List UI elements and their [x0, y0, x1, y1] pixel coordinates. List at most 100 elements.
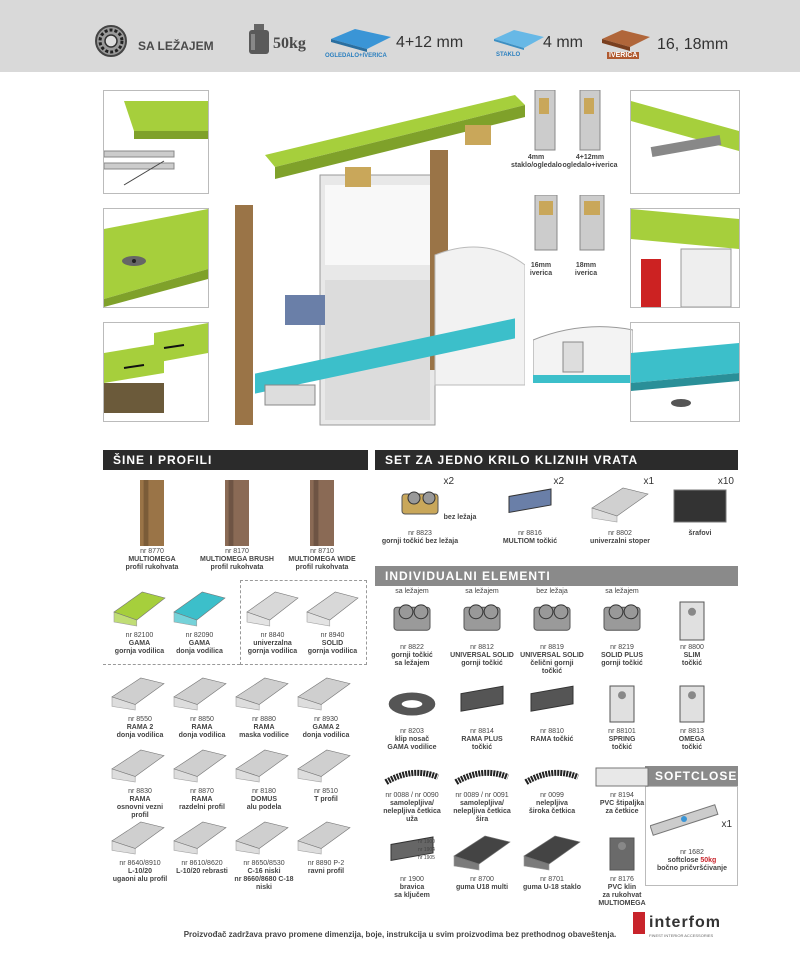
set-item-3-name: šrafovi	[688, 530, 712, 537]
indiv3-3-icon	[595, 767, 649, 787]
rail-grid-11-nr: nr 8890 P-2	[307, 860, 345, 867]
indiv3-0-desc: nelepljiva četkica uža	[383, 808, 441, 823]
mirror-board-caption-2: ogledalo+iverica	[562, 162, 618, 169]
indiv3-3-nr: nr 8194	[610, 792, 634, 799]
rail-grid-4-desc: osnovni vezni profil	[116, 804, 164, 819]
lock-variant-1: nr 1904	[418, 847, 435, 853]
rail-grid-1-nr: nr 8850	[190, 716, 214, 723]
gama-0-nr: nr 82100	[125, 632, 154, 639]
rail-grid-0-icon	[111, 677, 165, 711]
indiv3-0-icon	[384, 769, 440, 785]
rail-grid-5-icon	[173, 749, 227, 783]
profile-1-nr: nr 8170	[225, 548, 249, 555]
profile-0-desc: profil rukohvata	[125, 564, 179, 571]
mirror-board-caption: 4+12mm ogledalo+iverica	[560, 154, 620, 170]
glass-mirror-caption-2: staklo/ogledalo	[511, 162, 562, 169]
gama-1-icon	[173, 591, 226, 627]
gama-0-desc: gornja vodilica	[114, 648, 165, 655]
rail-grid-3-nr: nr 8930	[314, 716, 338, 723]
rail-grid-9-nr: nr 8610/8620	[181, 860, 223, 867]
rail-grid-9-icon	[173, 821, 227, 855]
indiv3-2-name: nelepljiva	[536, 800, 568, 807]
bearing-label: SA LEŽAJEM	[138, 39, 214, 53]
rail-grid-1-name: RAMA	[191, 724, 213, 731]
softcloser-icon	[650, 804, 719, 836]
detail-top-rail-profile	[630, 208, 740, 308]
indiv1-0-name: gornji točkić	[391, 652, 433, 659]
rail-grid-2-nr: nr 8880	[252, 716, 276, 723]
rail-grid-1-desc: donja vodilica	[178, 732, 226, 739]
lock-variant-2: nr 1905	[418, 855, 435, 861]
indiv2-1-icon	[460, 685, 504, 712]
mirror-tag: OGLEDALO+IVERICA	[325, 53, 387, 59]
indiv1-0-desc: sa ležajem	[394, 660, 430, 667]
indiv1-0-icon	[393, 604, 431, 631]
indiv3-1-name: samolepljiva/	[460, 800, 504, 807]
indiv1-4-icon	[679, 601, 705, 641]
rail-grid-5-nr: nr 8870	[190, 788, 214, 795]
rail-top-1-icon	[306, 591, 359, 627]
rails-top-box	[240, 580, 367, 665]
indiv2-0-desc: GAMA vodilice	[387, 744, 437, 751]
profile-2-icon	[310, 480, 334, 546]
board-swatch-icon	[602, 30, 650, 51]
indiv3-1-nr: nr 0089 / nr 0091	[455, 792, 509, 799]
rail-top-1-name: SOLID	[321, 640, 344, 647]
rail-grid-0-nr: nr 8550	[128, 716, 152, 723]
rail-grid-4-name: RAMA	[129, 796, 151, 803]
indiv4-2-name: guma U-18 staklo	[523, 884, 581, 891]
rail-grid-2-name: RAMA	[253, 724, 275, 731]
indiv2-3-nr: nr 88101	[608, 728, 636, 735]
indiv4-2-nr: nr 8701	[540, 876, 564, 883]
rail-grid-11-icon	[297, 821, 351, 855]
rail-grid-2-desc: maska vodilice	[239, 732, 289, 739]
rail-grid-0-name: RAMA 2	[126, 724, 154, 731]
set-item-2-name: univerzalni stoper	[590, 538, 650, 545]
rail-grid-10-icon	[235, 821, 289, 855]
board16-caption-2: iverica	[529, 270, 553, 277]
indiv2-2-name: RAMA točkić	[530, 736, 574, 743]
rail-grid-9-name: L-10/20 rebrasti	[176, 868, 228, 875]
indiv2-0-name: klip nosač	[394, 736, 430, 743]
mirror-thickness: 4+12 mm	[396, 34, 464, 51]
indiv4-2-icon	[523, 835, 581, 871]
rail-grid-1-icon	[173, 677, 227, 711]
profile-2-desc: profil rukohvata	[295, 564, 349, 571]
rail-top-0-icon	[246, 591, 299, 627]
indiv2-4-nr: nr 8813	[680, 728, 704, 735]
set-item-2-qty: x1	[643, 476, 654, 487]
indiv3-3-name: PVC štipaljka	[599, 800, 645, 807]
board16-caption-1: 16mm	[530, 262, 552, 269]
rail-grid-10-nr: nr 8650/8530	[243, 860, 285, 867]
rail-grid-4-icon	[111, 749, 165, 783]
set-item-3-caption: šrafovi	[660, 530, 740, 538]
weight-label: 50kg	[273, 35, 306, 52]
rail-grid-10-desc: nr 8660/8680 C-18 niski	[234, 876, 294, 891]
indiv3-0-nr: nr 0088 / nr 0090	[385, 792, 439, 799]
board-thickness: 16, 18mm	[657, 36, 729, 53]
indiv1-2-name: UNIVERSAL SOLID	[520, 652, 584, 659]
rail-grid-8-nr: nr 8640/8910	[119, 860, 161, 867]
footer-disclaimer: Proizvođač zadržava pravo promene dimenz…	[183, 930, 617, 939]
indiv2-2-icon	[530, 685, 574, 712]
indiv3-1-desc: nelepljiva četkica šira	[453, 808, 511, 823]
brand-tagline: FINEST INTERIOR ACCESSORIES	[649, 933, 714, 938]
detail-rail-insert	[103, 90, 209, 194]
gama-1-nr: nr 82090	[185, 632, 214, 639]
indiv4-0-desc: sa ključem	[394, 892, 430, 899]
